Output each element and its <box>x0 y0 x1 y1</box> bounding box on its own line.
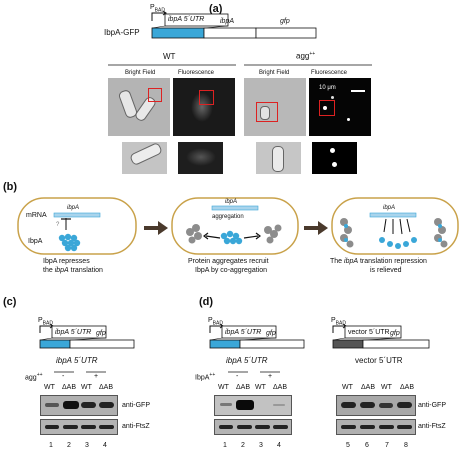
panel-a-col-fl1: Fluorescence <box>178 70 215 76</box>
panel-a-agg-bf-zoom <box>256 142 301 174</box>
panel-c-lane-3: 3 <box>85 442 89 449</box>
panel-a-col-fl2: Fluorescence <box>311 70 348 76</box>
panel-d-lane-5: 5 <box>346 442 350 449</box>
panel-c-antibody-ftsz: anti-FtsZ <box>122 423 150 430</box>
panel-c-sign-minus: - <box>62 373 65 380</box>
panel-a-wt-fl-zoom <box>178 142 223 174</box>
panel-c-strain-1: WT <box>44 384 55 391</box>
panel-d-letter: (d) <box>199 296 214 308</box>
panel-b-gene-3: ibpA <box>383 205 396 211</box>
panel-d-antibody-ftsz: anti-FtsZ <box>418 423 446 430</box>
panel-d-strain-l2: ΔAB <box>236 384 251 391</box>
panel-a-gene-ibpa: ibpA <box>220 18 235 25</box>
panel-d-blot-title-left: ibpA 5´UTR <box>226 356 268 365</box>
panel-d-strain-l4: ΔAB <box>273 384 288 391</box>
panel-d-blot-ftsz-right <box>336 419 416 435</box>
panel-c-letter: (c) <box>3 296 17 308</box>
panel-b-caption-3a: The ibpA translation repression <box>330 258 427 265</box>
panel-a-col-bf2: Bright Field <box>259 70 290 76</box>
panel-c-strain-2: ΔAB <box>62 384 77 391</box>
panel-c-blot-ftsz <box>40 419 118 435</box>
panel-d-blot-ftsz-left <box>214 419 292 435</box>
panel-d-utr-box-right: vector 5´UTR <box>348 329 390 336</box>
panel-b-caption-2b: IbpA by co-aggregation <box>195 267 267 274</box>
panel-c-strain-4: ΔAB <box>99 384 114 391</box>
panel-d-lane-1: 1 <box>223 442 227 449</box>
panel-c-antibody-gfp: anti-GFP <box>122 402 151 409</box>
panel-d-lane-4: 4 <box>277 442 281 449</box>
panel-d-utr-box-left: ibpA 5´UTR <box>225 329 262 336</box>
panel-a-letter: (a) <box>209 3 223 15</box>
panel-d-strain-r3: WT <box>381 384 392 391</box>
panel-b-caption-1b: the ibpA translation <box>43 267 103 274</box>
panel-d-condition: IbpA++ <box>195 372 216 382</box>
panel-d-gene-left: gfp <box>266 330 276 337</box>
panel-b-caption-1a: IbpA represses <box>43 258 90 265</box>
panel-d-promoter-left: PBAD <box>208 317 223 327</box>
panel-c-blot-title: ibpA 5´UTR <box>56 356 98 365</box>
panel-b-gene-2: ibpA <box>225 199 238 205</box>
panel-b-gene-1: ibpA <box>67 205 80 211</box>
panel-d-sign-plus: + <box>268 373 273 380</box>
panel-d-blot-gfp-left <box>214 395 292 416</box>
panel-b-caption-3b: is relieved <box>370 267 402 274</box>
panel-a-utr-box-label: ibpA 5´UTR <box>168 16 205 23</box>
panel-a-wt-bf-zoom <box>122 142 167 174</box>
panel-c-lane-4: 4 <box>103 442 107 449</box>
panel-a-wt-brightfield <box>108 78 170 136</box>
panel-a-group-agg: agg++ <box>296 51 316 61</box>
panel-d-strain-l3: WT <box>255 384 266 391</box>
panel-a-group-wt: WT <box>163 52 176 61</box>
panel-d-strain-r1: WT <box>342 384 353 391</box>
panel-d-lane-7: 7 <box>385 442 389 449</box>
panel-d-sign-minus: - <box>236 373 239 380</box>
panel-b-mrna-label: mRNA <box>26 212 47 219</box>
panel-d-lane-3: 3 <box>259 442 263 449</box>
panel-d-lane-6: 6 <box>365 442 369 449</box>
panel-d-blot-title-right: vector 5´UTR <box>355 356 403 365</box>
panel-c-sign-plus: + <box>94 373 99 380</box>
panel-a-gene-gfp: gfp <box>280 18 290 25</box>
panel-d-gene-right: gfp <box>390 330 400 337</box>
panel-d-strain-r2: ΔAB <box>361 384 376 391</box>
panel-a-col-bf1: Bright Field <box>125 70 156 76</box>
panel-d-lane-2: 2 <box>241 442 245 449</box>
panel-b-question-mark: ? <box>56 222 60 228</box>
panel-d-strain-r4: ΔAB <box>400 384 415 391</box>
panel-c-blot-gfp <box>40 395 118 416</box>
panel-d-promoter-right: PBAD <box>331 317 346 327</box>
panel-d-antibody-gfp: anti-GFP <box>418 402 447 409</box>
panel-b-letter: (b) <box>3 181 18 193</box>
panel-d-strain-l1: WT <box>218 384 229 391</box>
panel-a-scale-bar-label: 10 μm <box>319 85 336 91</box>
panel-a-promoter: PBAD <box>150 4 165 14</box>
panel-a-agg-brightfield <box>244 78 306 136</box>
panel-c-lane-2: 2 <box>67 442 71 449</box>
panel-b-aggregation: aggregation <box>212 214 244 220</box>
panel-a-agg-fl-zoom <box>312 142 357 174</box>
panel-c-lane-1: 1 <box>49 442 53 449</box>
panel-d-blot-gfp-right <box>336 395 416 416</box>
panel-c-gene: gfp <box>96 330 106 337</box>
panel-d-lane-8: 8 <box>404 442 408 449</box>
panel-a-agg-fluorescence <box>309 78 371 136</box>
panel-c-condition: agg++ <box>25 372 43 382</box>
panel-b-ibpa-protein: IbpA <box>28 238 43 245</box>
panel-c-promoter: PBAD <box>38 317 53 327</box>
panel-c-utr-box: ibpA 5´UTR <box>55 329 92 336</box>
panel-b-caption-2a: Protein aggregates recruit <box>188 258 269 265</box>
panel-c-strain-3: WT <box>81 384 92 391</box>
panel-a-wt-fluorescence <box>173 78 235 136</box>
panel-a-construct-label: IbpA-GFP <box>104 28 140 37</box>
